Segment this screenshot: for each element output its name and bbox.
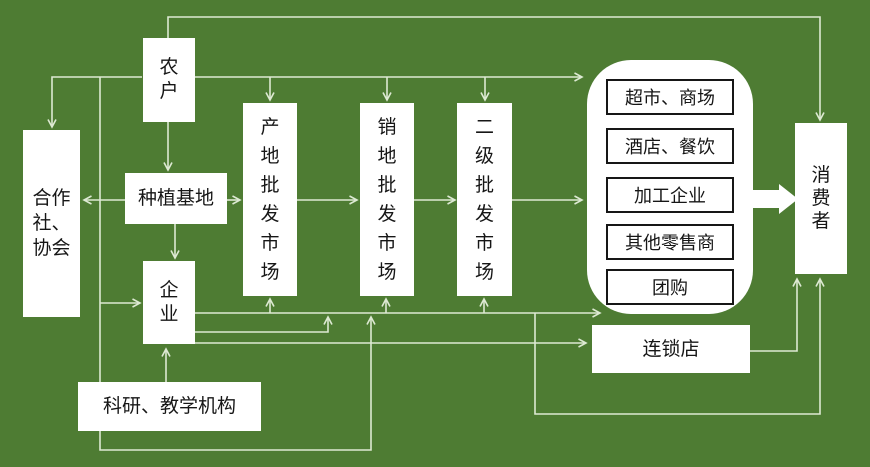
secondary-wholesale-market-node: 二级批发市场	[457, 103, 512, 296]
retail-channel-other-retailers: 其他零售商	[606, 224, 734, 260]
arrow-rail-to-consumer-bottom	[534, 277, 825, 415]
retail-channel-processing-enterprise: 加工企业	[606, 177, 734, 213]
research-institution-label: 科研、教学机构	[102, 396, 236, 417]
retail-channel-processing-enterprise-label: 加工企业	[634, 186, 706, 206]
arrow-farmer-to-cooperative	[47, 76, 142, 129]
consumer-label: 消费者	[811, 165, 831, 232]
retail-channel-group-buying-label: 团购	[652, 278, 688, 298]
research-institution-node: 科研、教学机构	[78, 382, 261, 431]
retail-channel-hotel-catering-label: 酒店、餐饮	[625, 137, 715, 157]
origin-wholesale-market-label: 产地批发市场	[260, 116, 280, 283]
retail-channel-hotel-catering: 酒店、餐饮	[606, 128, 734, 164]
retail-channels-group: 超市、商场 酒店、餐饮 加工企业 其他零售商 团购	[587, 60, 753, 314]
arrow-enterprise-merge-rail	[195, 315, 333, 333]
big-arrow-retail-to-consumer	[752, 184, 798, 214]
planting-base-label: 种植基地	[137, 188, 214, 209]
cooperative-label: 合作社、协会	[32, 188, 71, 259]
enterprise-label: 企业	[159, 279, 179, 325]
retail-channel-group-buying: 团购	[606, 269, 734, 305]
secondary-wholesale-market-label: 二级批发市场	[474, 116, 494, 283]
origin-wholesale-market-node: 产地批发市场	[243, 103, 297, 296]
consumer-node: 消费者	[795, 123, 847, 274]
enterprise-node: 企业	[143, 261, 195, 344]
sales-wholesale-market-node: 销地批发市场	[360, 103, 414, 296]
retail-channel-other-retailers-label: 其他零售商	[625, 233, 715, 253]
farmer-node: 农户	[143, 38, 195, 122]
arrow-farmer-to-consumer-top	[167, 16, 825, 122]
line-left-rail-bottom-return	[99, 77, 376, 451]
cooperative-node: 合作社、协会	[23, 130, 80, 317]
retail-channel-supermarket: 超市、商场	[606, 79, 734, 115]
sales-wholesale-market-label: 销地批发市场	[377, 116, 397, 283]
arrow-chain-store-to-consumer	[749, 277, 802, 352]
farmer-label: 农户	[159, 57, 179, 102]
planting-base-node: 种植基地	[125, 173, 227, 224]
chain-store-label: 连锁店	[642, 338, 700, 360]
chain-store-node: 连锁店	[592, 325, 750, 373]
retail-channel-supermarket-label: 超市、商场	[625, 88, 715, 108]
